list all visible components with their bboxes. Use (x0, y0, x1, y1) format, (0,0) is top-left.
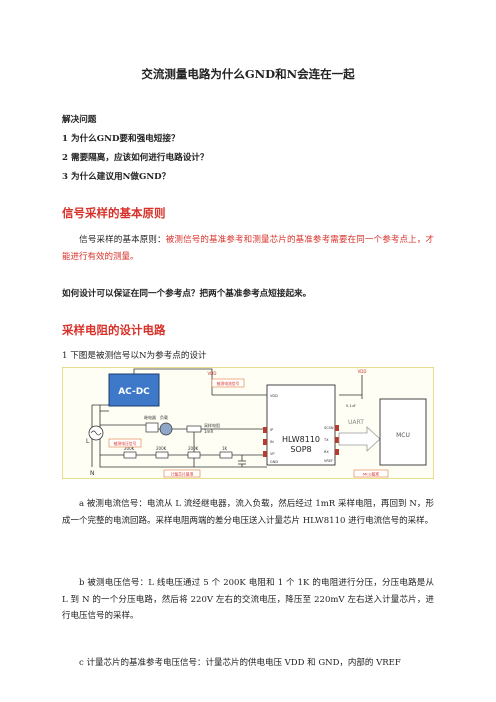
uart-label: UART (348, 419, 364, 426)
acdc-label: AC-DC (118, 387, 150, 397)
svg-text:IN: IN (270, 440, 274, 444)
paragraph-shorting: 如何设计可以保证在同一个参考点？把两个基准参考点短接起来。 (62, 289, 312, 299)
line-N-label: N (90, 470, 95, 477)
tag-current (211, 378, 245, 388)
circuit-diagram: AC-DC VDD L N 继电器 负载 采样电阻 1mR 200K 200K … (62, 367, 434, 479)
vdd-label-1: VDD (208, 371, 217, 376)
paragraph-current: a 被测电流信号：电流从 L 流经继电器，流入负载，然后经过 1mR 采样电阻，… (62, 499, 434, 526)
acdc-block (108, 373, 160, 407)
cap-label: 0.1uF (346, 404, 356, 408)
svg-text:被测电流信号: 被测电流信号 (217, 381, 240, 386)
chip-package: SOP8 (290, 445, 311, 454)
svg-text:MCU基准: MCU基准 (363, 472, 380, 477)
load-label: 负载 (160, 414, 168, 420)
relay-icon (145, 422, 159, 433)
svg-text:被测电压信号: 被测电压信号 (114, 441, 137, 446)
sense-resistor (186, 425, 202, 433)
sense-value: 1mR (204, 429, 213, 434)
relay-label: 继电器 (144, 414, 156, 420)
res-label-4: 1K (222, 446, 228, 451)
load-icon (159, 422, 173, 436)
divider-resistor-3 (187, 451, 201, 459)
svg-text:TX: TX (323, 438, 329, 442)
svg-text:GND: GND (270, 460, 278, 464)
mcu-block (379, 398, 427, 466)
svg-text:RX: RX (324, 450, 329, 454)
problem-item-1: 1 为什么GND要和强电短接？ (62, 134, 180, 144)
paragraph-voltage: b 被测电压信号：L 线电压通过 5 个 200K 电阻和 1 个 1K 的电阻… (62, 578, 434, 621)
section-heading-resistor: 采样电阻的设计电路 (62, 323, 166, 337)
svg-text:SCSN: SCSN (324, 426, 334, 430)
figure-caption: 1 下图是被测信号以N为参考点的设计 (62, 351, 207, 361)
chip-name: HLW8110 (282, 435, 320, 444)
svg-text:计量芯片基准: 计量芯片基准 (171, 472, 194, 477)
problems-heading: 解决问题 (62, 115, 97, 125)
capacitor-icon (238, 455, 246, 467)
tag-reference (163, 469, 201, 478)
line-L-label: L (86, 438, 90, 445)
svg-text:VREF: VREF (324, 459, 333, 463)
svg-text:IP: IP (270, 428, 273, 432)
tag-mcu (353, 469, 389, 478)
uart-arrow-icon (338, 426, 381, 452)
principle-highlight: 被测信号的基准参考和测量芯片的基准参考需要在同一个参考点上，才能进行有效的测量。 (62, 235, 434, 262)
svg-text:VP: VP (270, 452, 275, 456)
vdd-label-2: VDD (358, 369, 367, 374)
paragraph-reference: c 计量芯片的基准参考电压信号：计量芯片的供电电压 VDD 和 GND，内部的 … (79, 658, 401, 668)
sense-label: 采样电阻 (204, 422, 220, 428)
page-title: 交流测量电路为什么GND和N会连在一起 (141, 67, 355, 81)
res-label-3: 200K (188, 446, 199, 451)
svg-text:VDD: VDD (270, 394, 278, 398)
res-label-2: 200K (156, 446, 167, 451)
mcu-label: MCU (396, 432, 410, 439)
paragraph-principle: 信号采样的基本原则：被测信号的基准参考和测量芯片的基准参考需要在同一个参考点上，… (62, 232, 434, 265)
tag-voltage (108, 438, 142, 448)
problem-item-2: 2 需要隔离，应该如何进行电路设计？ (62, 153, 209, 163)
divider-resistor-4 (219, 451, 233, 459)
res-label-1: 200K (124, 446, 135, 451)
problem-item-3: 3 为什么建议用N做GND？ (62, 172, 171, 182)
section-heading-sampling: 信号采样的基本原则 (62, 206, 166, 220)
principle-lead: 信号采样的基本原则： (79, 235, 166, 245)
divider-resistor-2 (155, 451, 169, 459)
divider-resistor-1 (123, 451, 137, 459)
